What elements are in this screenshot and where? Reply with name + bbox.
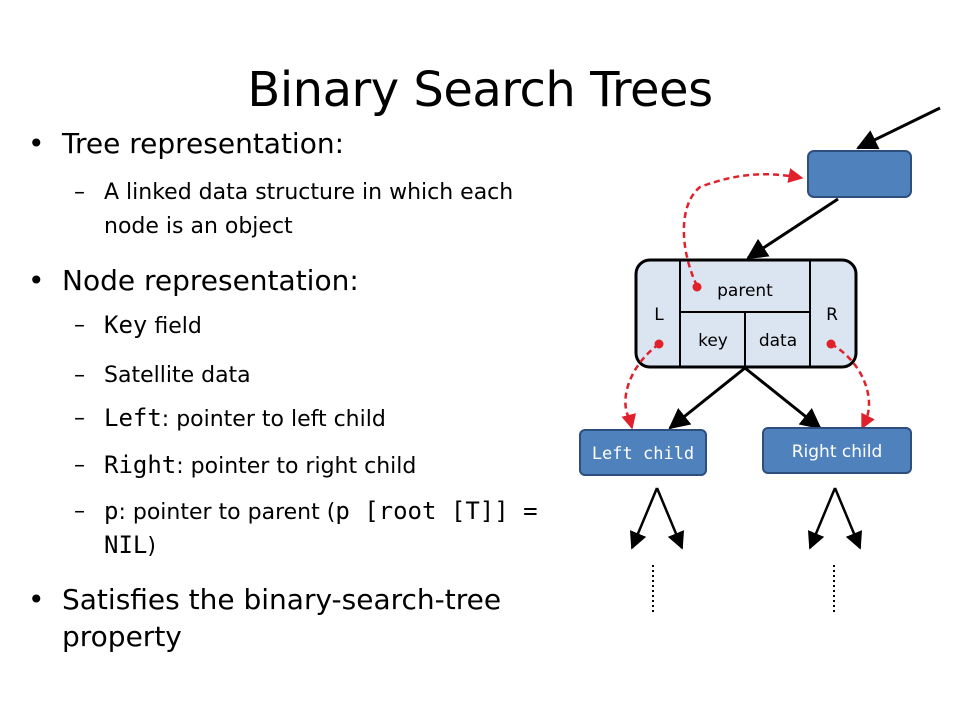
bullet-dot: •	[28, 127, 45, 160]
close-paren: )	[147, 534, 156, 559]
bullet-dot: •	[28, 583, 45, 616]
dash-marker: –	[74, 313, 85, 338]
sub-bullet-text: Satellite data	[104, 363, 251, 388]
bullet-dot: •	[28, 264, 45, 297]
code-left: Left	[104, 404, 162, 432]
sub-bullet-right: – Right: pointer to right child	[74, 451, 417, 481]
bullet-tree-representation: • Tree representation:	[28, 127, 345, 161]
left-subtree-arrow-right	[655, 487, 685, 550]
right-child-box	[762, 427, 912, 474]
sub-bullet-text: : pointer to left child	[161, 407, 386, 432]
sub-bullet-linked-structure-cont: node is an object	[104, 212, 293, 241]
node-record: parent key data L R	[634, 258, 858, 369]
sub-bullet-left: – Left: pointer to left child	[74, 404, 386, 434]
sub-bullet-satellite: – Satellite data	[74, 361, 251, 390]
code-right: Right	[104, 451, 177, 479]
parent-to-node-arrow	[746, 197, 839, 260]
incoming-parent-arrow	[856, 106, 941, 150]
left-subtree-arrow-left	[629, 487, 659, 550]
code-p: p	[104, 497, 119, 525]
right-subtree-arrow-left	[807, 487, 837, 550]
dash-marker: –	[74, 406, 85, 431]
code-key: Key	[104, 311, 148, 339]
sub-bullet-key: – Key field	[74, 311, 202, 341]
sub-bullet-text: : pointer to parent (	[118, 500, 336, 525]
sub-bullet-text-line2: node is an object	[104, 214, 293, 239]
sub-bullet-text: field	[147, 314, 202, 339]
dash-marker: –	[74, 499, 85, 524]
bullet-text-line1: Satisfies the binary-search-tree	[62, 583, 502, 616]
left-child-box	[579, 429, 707, 476]
right-child-label: Right child	[792, 442, 883, 462]
parent-node-box	[807, 150, 912, 198]
dash-marker: –	[74, 180, 85, 205]
right-pointer-dot	[826, 339, 836, 349]
dash-marker: –	[74, 363, 85, 388]
data-field-label: data	[759, 331, 797, 351]
sub-bullet-parent-cont: NIL)	[104, 531, 156, 561]
sub-bullet-text-line1: A linked data structure in which each	[104, 180, 514, 205]
left-field-label: L	[654, 305, 664, 325]
right-pointer-arrow	[830, 342, 875, 430]
node-to-right-child-arrow	[744, 366, 822, 430]
bullet-bst-property: • Satisfies the binary-search-tree	[28, 583, 502, 617]
bullet-text: Node representation:	[62, 264, 359, 297]
sub-bullet-parent: – p: pointer to parent (p [root [T]] =	[74, 497, 538, 527]
slide-title: Binary Search Trees	[247, 62, 713, 118]
bullet-text: Tree representation:	[62, 127, 345, 160]
bullet-node-representation: • Node representation:	[28, 264, 359, 298]
parent-pointer-arrow	[682, 168, 804, 287]
bullet-text-line2: property	[62, 620, 182, 653]
left-child-label: Left child	[592, 444, 694, 464]
bullet-bst-property-cont: property	[62, 620, 182, 654]
sub-bullet-text: : pointer to right child	[176, 454, 417, 479]
left-pointer-dot	[654, 339, 664, 349]
right-subtree-arrow-right	[833, 487, 863, 550]
node-to-left-child-arrow	[668, 366, 746, 430]
right-field-label: R	[826, 305, 838, 325]
parent-field-label: parent	[717, 281, 773, 301]
key-field-label: key	[698, 331, 728, 351]
parent-pointer-dot	[692, 282, 702, 292]
code-nil: NIL	[104, 531, 148, 559]
code-p-root-expression: p [root [T]] =	[335, 497, 538, 525]
sub-bullet-linked-structure: – A linked data structure in which each	[74, 178, 514, 207]
left-pointer-arrow	[621, 342, 660, 430]
dash-marker: –	[74, 453, 85, 478]
